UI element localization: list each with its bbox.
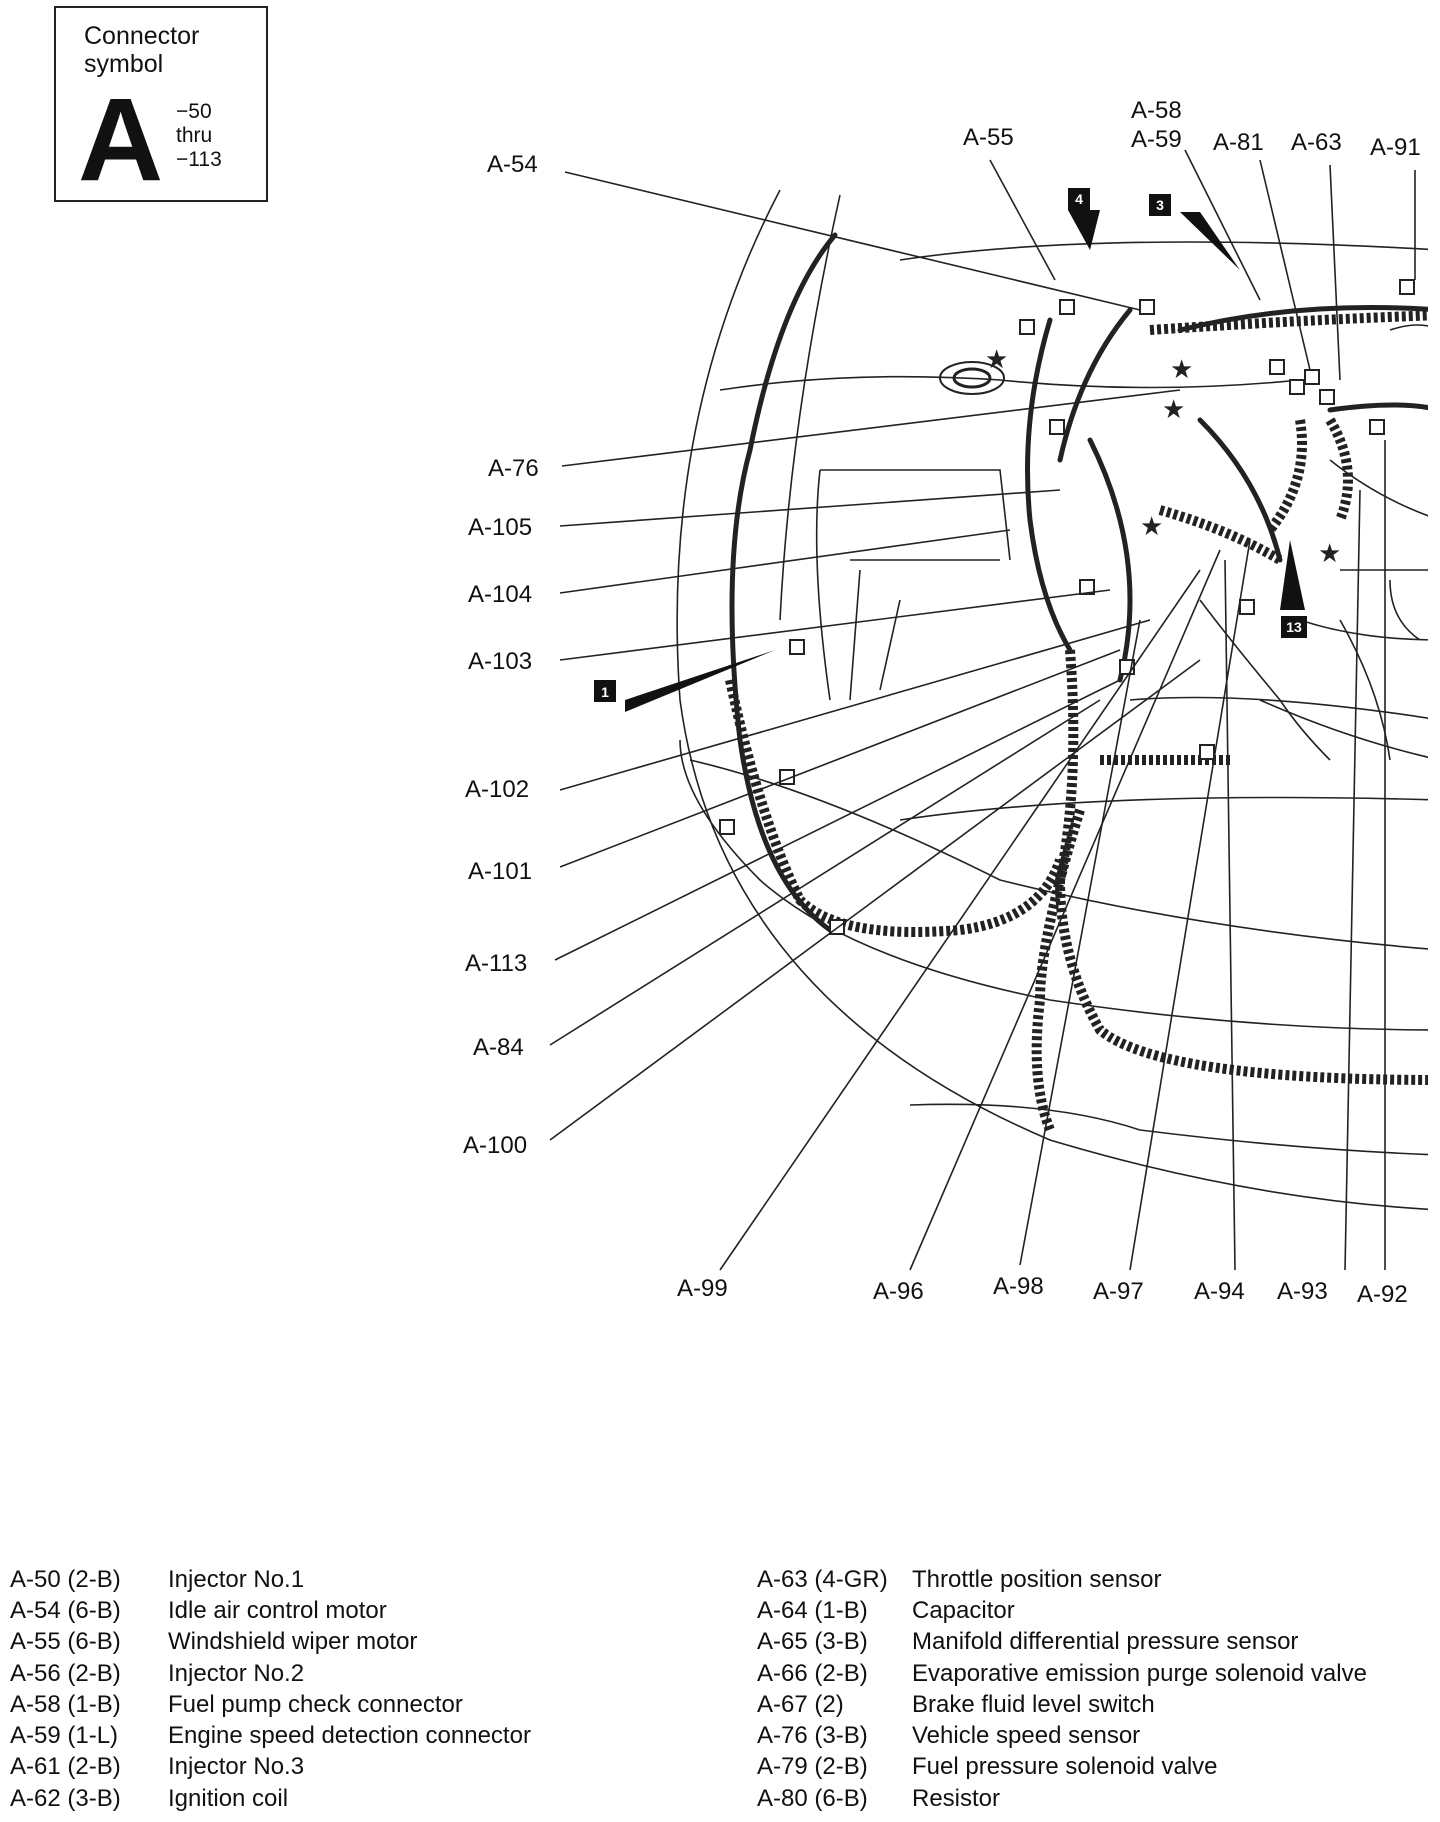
grommet xyxy=(939,361,1005,395)
callout-a91: A-91 xyxy=(1370,134,1421,161)
callout-a54: A-54 xyxy=(487,151,538,178)
svg-text:★: ★ xyxy=(1140,511,1163,541)
legend-desc: Resistor xyxy=(912,1784,1001,1812)
legend-item: A-76 (3-B) Vehicle speed sensor xyxy=(757,1720,1367,1751)
legend-desc: Fuel pressure solenoid valve xyxy=(912,1753,1218,1781)
callout-a99: A-99 xyxy=(677,1275,728,1302)
svg-text:★: ★ xyxy=(1318,538,1341,568)
body-outline xyxy=(676,189,1428,1211)
callout-a113: A-113 xyxy=(465,950,528,977)
legend-item: A-66 (2-B) Evaporative emission purge sol… xyxy=(757,1658,1367,1689)
legend-code: A-63 (4-GR) xyxy=(757,1565,888,1593)
callout-a58: A-58 xyxy=(1131,97,1182,124)
legend-desc: Injector No.1 xyxy=(168,1565,305,1593)
callout-a103: A-103 xyxy=(468,648,533,675)
legend-desc: Injector No.2 xyxy=(168,1659,305,1687)
legend-code: A-61 (2-B) xyxy=(10,1753,121,1781)
legend-desc: Capacitor xyxy=(912,1596,1015,1624)
legend-code: A-62 (3-B) xyxy=(10,1784,121,1812)
legend-code: A-79 (2-B) xyxy=(757,1753,868,1781)
connector-symbol-range: −50 thru −113 xyxy=(176,100,222,171)
legend-item: A-79 (2-B) Fuel pressure solenoid valve xyxy=(757,1752,1367,1783)
legend-code: A-66 (2-B) xyxy=(757,1659,868,1687)
legend-item: A-55 (6-B) Windshield wiper motor xyxy=(10,1627,531,1658)
legend-desc: Brake fluid level switch xyxy=(912,1690,1155,1718)
legend-right: A-63 (4-GR) Throttle position sensor A-64… xyxy=(757,1564,1367,1814)
legend-desc: Injector No.3 xyxy=(168,1753,305,1781)
legend-desc: Vehicle speed sensor xyxy=(912,1722,1141,1750)
legend-item: A-64 (1-B) Capacitor xyxy=(757,1595,1367,1626)
legend-desc: Windshield wiper motor xyxy=(168,1628,418,1656)
legend-desc: Ignition coil xyxy=(168,1784,289,1812)
legend-code: A-65 (3-B) xyxy=(757,1628,868,1656)
callout-a92: A-92 xyxy=(1357,1281,1408,1308)
marker-1: 1 xyxy=(601,684,609,700)
legend-item: A-62 (3-B) Ignition coil xyxy=(10,1783,531,1814)
legend-desc: Idle air control motor xyxy=(168,1596,387,1624)
callout-a94: A-94 xyxy=(1194,1278,1245,1305)
callout-a76: A-76 xyxy=(488,455,539,482)
legend-code: A-55 (6-B) xyxy=(10,1628,121,1656)
legend-item: A-61 (2-B) Injector No.3 xyxy=(10,1752,531,1783)
wire-harness-dashed xyxy=(725,310,1428,1132)
svg-text:★: ★ xyxy=(985,344,1008,374)
legend-item: A-59 (1-L) Engine speed detection connect… xyxy=(10,1720,531,1751)
marker-13: 13 xyxy=(1286,619,1302,635)
connector-blocks xyxy=(719,279,1415,935)
callout-a101: A-101 xyxy=(468,858,533,885)
legend-desc: Throttle position sensor xyxy=(912,1565,1162,1593)
callout-a97: A-97 xyxy=(1093,1278,1144,1305)
star-markers: ★ ★ ★ ★ ★ xyxy=(985,344,1341,568)
legend-code: A-67 (2) xyxy=(757,1690,844,1718)
callout-a81: A-81 xyxy=(1213,129,1264,156)
legend-item: A-67 (2) Brake fluid level switch xyxy=(757,1689,1367,1720)
legend-desc: Evaporative emission purge solenoid valv… xyxy=(912,1659,1367,1687)
leader-lines xyxy=(549,149,1416,1271)
callout-a98: A-98 xyxy=(993,1273,1044,1300)
legend-item: A-65 (3-B) Manifold differential pressure… xyxy=(757,1627,1367,1658)
legend-left: A-50 (2-B) Injector No.1 A-54 (6-B) Idle a… xyxy=(10,1564,531,1814)
legend-code: A-64 (1-B) xyxy=(757,1596,868,1624)
callout-a100: A-100 xyxy=(463,1132,528,1159)
legend-desc: Engine speed detection connector xyxy=(168,1722,531,1750)
legend-item: A-54 (6-B) Idle air control motor xyxy=(10,1595,531,1626)
callout-a96: A-96 xyxy=(873,1278,924,1305)
callout-a93: A-93 xyxy=(1277,1278,1328,1305)
callout-a104: A-104 xyxy=(468,581,533,608)
legend-code: A-59 (1-L) xyxy=(10,1722,119,1750)
callout-a63: A-63 xyxy=(1291,129,1342,156)
arrow-markers xyxy=(625,210,1305,712)
legend-item: A-80 (6-B) Resistor xyxy=(757,1783,1367,1814)
legend-item: A-56 (2-B) Injector No.2 xyxy=(10,1658,531,1689)
connector-symbol-letter: A xyxy=(78,74,164,206)
legend-item: A-50 (2-B) Injector No.1 xyxy=(10,1564,531,1595)
marker-4: 4 xyxy=(1075,191,1083,207)
svg-text:★: ★ xyxy=(1162,394,1185,424)
legend-item: A-63 (4-GR) Throttle position sensor xyxy=(757,1564,1367,1595)
legend-code: A-50 (2-B) xyxy=(10,1565,121,1593)
callout-a84: A-84 xyxy=(473,1034,524,1061)
legend-code: A-54 (6-B) xyxy=(10,1596,121,1624)
legend-item: A-58 (1-B) Fuel pump check connector xyxy=(10,1689,531,1720)
legend-code: A-76 (3-B) xyxy=(757,1722,868,1750)
legend-desc: Fuel pump check connector xyxy=(168,1690,463,1718)
callout-a59: A-59 xyxy=(1131,126,1182,153)
callout-a102: A-102 xyxy=(465,776,530,803)
legend-code: A-80 (6-B) xyxy=(757,1784,868,1812)
connector-symbol-box: Connector symbol A −50 thru −113 xyxy=(54,6,268,202)
callout-a105: A-105 xyxy=(468,514,533,541)
svg-text:★: ★ xyxy=(1170,354,1193,384)
numbered-markers: 1 3 4 13 xyxy=(594,188,1307,702)
legend-code: A-56 (2-B) xyxy=(10,1659,121,1687)
callout-a55: A-55 xyxy=(963,124,1014,151)
marker-3: 3 xyxy=(1156,197,1164,213)
legend-desc: Manifold differential pressure sensor xyxy=(912,1628,1299,1656)
legend-code: A-58 (1-B) xyxy=(10,1690,121,1718)
connector-symbol-title: Connector symbol xyxy=(84,22,200,78)
